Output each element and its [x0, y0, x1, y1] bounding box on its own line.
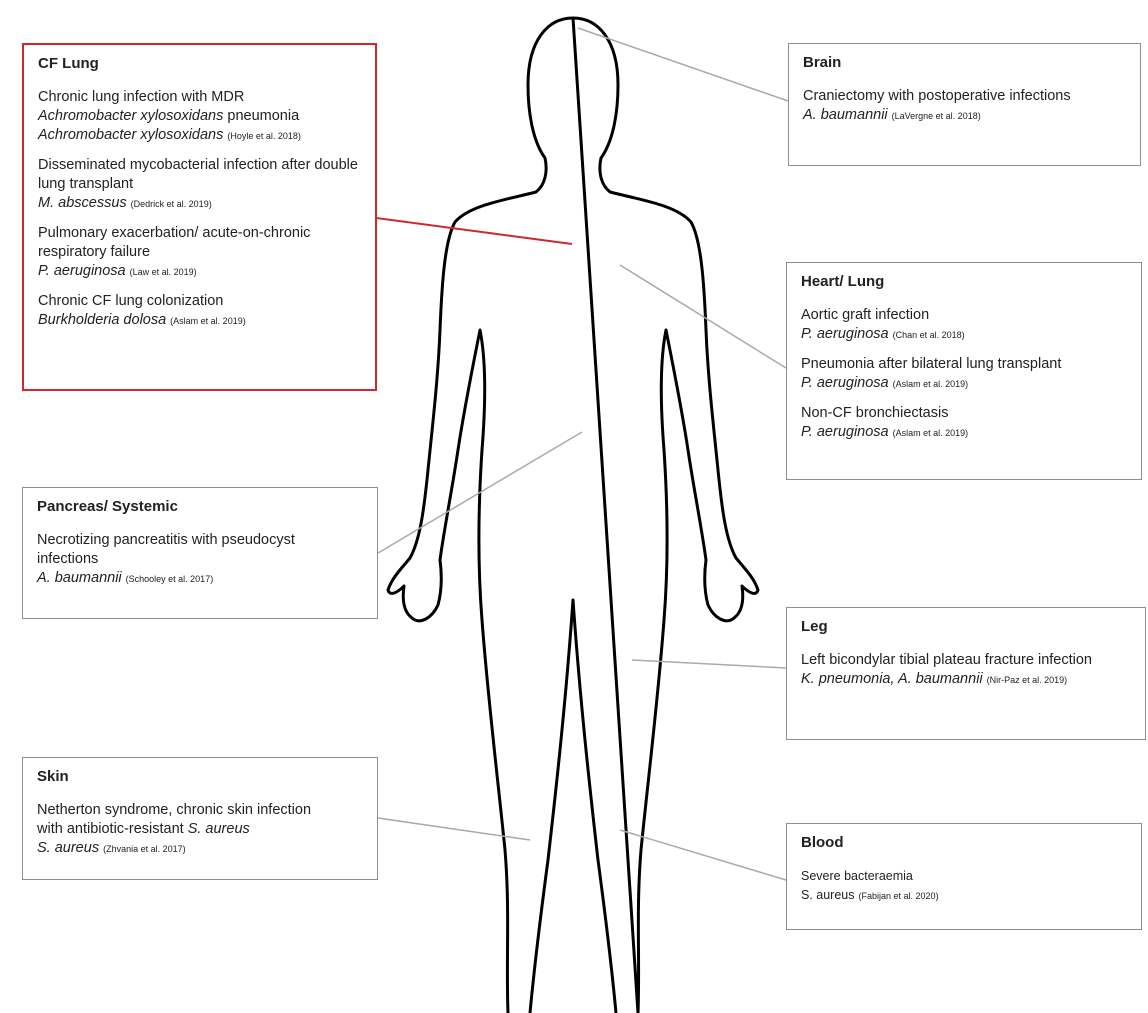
- case-entry: Netherton syndrome, chronic skin infecti…: [37, 801, 363, 859]
- organism-name: P. aeruginosa: [801, 375, 889, 391]
- organism-line: P. aeruginosa (Aslam et al. 2019): [801, 423, 1127, 443]
- organism-name: S. aureus: [801, 888, 855, 902]
- organism-name: S. aureus: [37, 840, 99, 856]
- case-entry: Non-CF bronchiectasis P. aeruginosa (Asla…: [801, 404, 1127, 443]
- heart-lung-box: Heart/ Lung Aortic graft infection P. ae…: [786, 262, 1142, 480]
- organism-line: S. aureus (Zhvania et al. 2017): [37, 839, 363, 859]
- organism-name: Achromobacter xylosoxidans: [38, 127, 223, 143]
- case-entry: Chronic CF lung colonization Burkholderi…: [38, 292, 361, 331]
- case-description: Netherton syndrome, chronic skin infecti…: [37, 801, 363, 820]
- organism-name: K. pneumonia, A. baumannii: [801, 671, 983, 687]
- organism-suffix: pneumonia: [223, 108, 299, 124]
- organism-line: Achromobacter xylosoxidans pneumonia: [38, 107, 361, 126]
- case-entry: Left bicondylar tibial plateau fracture …: [801, 651, 1131, 690]
- box-title: Heart/ Lung: [801, 273, 1127, 290]
- case-description: Pneumonia after bilateral lung transplan…: [801, 355, 1127, 374]
- citation: (LaVergne et al. 2018): [892, 111, 981, 121]
- case-description: Chronic CF lung colonization: [38, 292, 361, 311]
- human-body-outline: [388, 18, 758, 1013]
- box-title: Blood: [801, 834, 1127, 851]
- organism-name: P. aeruginosa: [801, 424, 889, 440]
- connector-blood: [620, 830, 786, 880]
- case-entry: Necrotizing pancreatitis with pseudocyst…: [37, 531, 363, 589]
- case-description: Craniectomy with postoperative infection…: [803, 87, 1126, 106]
- organism-line: P. aeruginosa (Aslam et al. 2019): [801, 374, 1127, 394]
- blood-box: Blood Severe bacteraemia S. aureus (Fabij…: [786, 823, 1142, 930]
- citation: (Aslam et al. 2019): [893, 379, 969, 389]
- box-title: Skin: [37, 768, 363, 785]
- connector-brain: [578, 28, 788, 101]
- organism-line: with antibiotic-resistant S. aureus: [37, 820, 363, 839]
- connector-cf-lung: [376, 218, 572, 244]
- organism-line: A. baumannii (LaVergne et al. 2018): [803, 106, 1126, 126]
- connector-skin: [378, 818, 530, 840]
- pancreas-systemic-box: Pancreas/ Systemic Necrotizing pancreati…: [22, 487, 378, 619]
- box-title: Brain: [803, 54, 1126, 71]
- leg-box: Leg Left bicondylar tibial plateau fract…: [786, 607, 1146, 740]
- citation: (Hoyle et al. 2018): [227, 131, 301, 141]
- citation: (Zhvania et al. 2017): [103, 844, 186, 854]
- citation: (Schooley et al. 2017): [126, 574, 214, 584]
- citation: (Aslam et al. 2019): [893, 428, 969, 438]
- organism-line: K. pneumonia, A. baumannii (Nir-Paz et al…: [801, 670, 1131, 690]
- case-description: Left bicondylar tibial plateau fracture …: [801, 651, 1131, 670]
- citation: (Aslam et al. 2019): [170, 316, 246, 326]
- case-entry: Pneumonia after bilateral lung transplan…: [801, 355, 1127, 394]
- organism-line: A. baumannii (Schooley et al. 2017): [37, 569, 363, 589]
- organism-name: A. baumannii: [803, 107, 888, 123]
- case-entry: Disseminated mycobacterial infection aft…: [38, 156, 361, 214]
- case-description: Chronic lung infection with MDR: [38, 88, 361, 107]
- case-description: Disseminated mycobacterial infection aft…: [38, 156, 361, 194]
- organism-name: M. abscessus: [38, 195, 127, 211]
- citation: (Dedrick et al. 2019): [131, 199, 212, 209]
- case-description: Non-CF bronchiectasis: [801, 404, 1127, 423]
- organism-prefix: with antibiotic-resistant: [37, 821, 188, 837]
- brain-box: Brain Craniectomy with postoperative inf…: [788, 43, 1141, 166]
- case-description: Pulmonary exacerbation/ acute-on-chronic…: [38, 224, 361, 262]
- citation: (Law et al. 2019): [130, 267, 197, 277]
- organism-line: S. aureus (Fabijan et al. 2020): [801, 886, 1127, 906]
- organism-line: P. aeruginosa (Law et al. 2019): [38, 262, 361, 282]
- connector-leg: [632, 660, 786, 668]
- organism-name: Achromobacter xylosoxidans: [38, 108, 223, 124]
- organism-line: Achromobacter xylosoxidans (Hoyle et al. …: [38, 126, 361, 146]
- organism-line: M. abscessus (Dedrick et al. 2019): [38, 194, 361, 214]
- organism-name: S. aureus: [188, 821, 250, 837]
- case-entry: Craniectomy with postoperative infection…: [803, 87, 1126, 126]
- box-title: CF Lung: [38, 55, 361, 72]
- cf-lung-box: CF Lung Chronic lung infection with MDR …: [22, 43, 377, 391]
- organism-name: P. aeruginosa: [801, 326, 889, 342]
- organism-name: P. aeruginosa: [38, 263, 126, 279]
- case-description: Aortic graft infection: [801, 306, 1127, 325]
- case-entry: Severe bacteraemia S. aureus (Fabijan et …: [801, 867, 1127, 906]
- case-description: Severe bacteraemia: [801, 867, 1127, 886]
- box-title: Leg: [801, 618, 1131, 635]
- citation: (Fabijan et al. 2020): [859, 891, 939, 901]
- case-entry: Aortic graft infection P. aeruginosa (Cha…: [801, 306, 1127, 345]
- organism-line: Burkholderia dolosa (Aslam et al. 2019): [38, 311, 361, 331]
- box-title: Pancreas/ Systemic: [37, 498, 363, 515]
- citation: (Nir-Paz et al. 2019): [987, 675, 1068, 685]
- case-entry: Pulmonary exacerbation/ acute-on-chronic…: [38, 224, 361, 282]
- citation: (Chan et al. 2018): [893, 330, 965, 340]
- organism-name: Burkholderia dolosa: [38, 312, 166, 328]
- organism-name: A. baumannii: [37, 570, 122, 586]
- case-entry: Chronic lung infection with MDR Achromob…: [38, 88, 361, 146]
- organism-line: P. aeruginosa (Chan et al. 2018): [801, 325, 1127, 345]
- case-description: Necrotizing pancreatitis with pseudocyst…: [37, 531, 337, 569]
- skin-box: Skin Netherton syndrome, chronic skin in…: [22, 757, 378, 880]
